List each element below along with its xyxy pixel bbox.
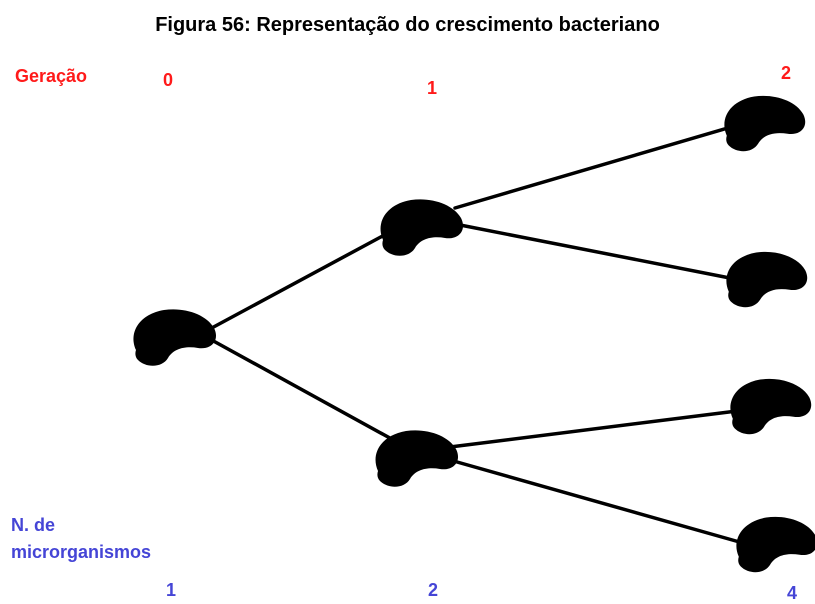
generation-2-value: 2 (781, 63, 792, 83)
count-generation-2-value: 4 (787, 583, 798, 603)
bacterium-icon (375, 430, 459, 487)
bacterium-icon (736, 516, 815, 573)
branch-line (453, 123, 740, 210)
count-label-line2: microrganismos (11, 542, 152, 562)
branch-line (206, 230, 392, 332)
branch-line (448, 458, 752, 547)
count-label-line1: N. de (11, 515, 56, 535)
branch-line (448, 408, 747, 449)
figure-title: Figura 56: Representação do crescimento … (155, 14, 660, 36)
generation-0-value: 0 (163, 70, 174, 90)
bacterium-icon (726, 251, 808, 308)
bacterium-icon (730, 378, 812, 435)
count-generation-1-value: 2 (428, 580, 439, 600)
bacterium-icon (724, 95, 806, 152)
bacterium-icon (380, 199, 464, 256)
branch-line (206, 336, 410, 450)
count-generation-0-value: 1 (166, 580, 177, 600)
bacterium-icon (133, 309, 217, 366)
generation-label: Geração (15, 66, 88, 86)
branch-line (453, 222, 742, 282)
generation-1-value: 1 (427, 78, 438, 98)
